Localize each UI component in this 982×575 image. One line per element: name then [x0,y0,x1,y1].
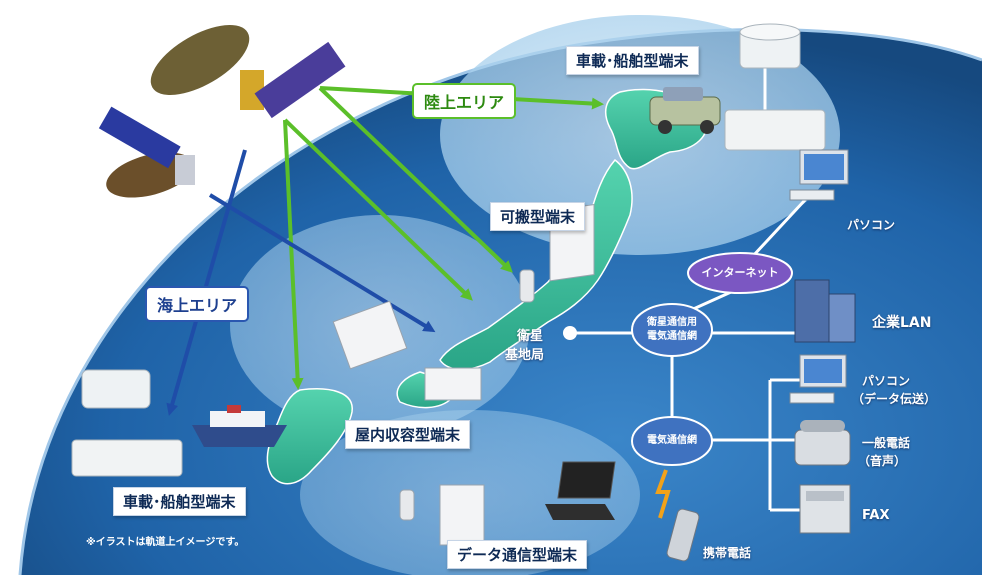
antenna-icon [399,484,485,546]
pc-data-label-line1: パソコン [862,374,911,388]
portable-terminal-label: 可搬型端末 [490,202,586,231]
sat-network-label-line2: 電気通信網 [647,331,697,342]
pc-top-label: パソコン [847,218,896,232]
sat-network-label-line1: 衛星通信用 [647,317,697,328]
land-area-arrows [283,86,604,390]
footnote: ※イラストは軌道上イメージです。 [86,537,245,548]
mobile-phone-label: 携帯電話 [703,546,752,560]
corporate-lan-label: 企業LAN [872,315,932,331]
telecom-network-bubble [631,416,713,466]
phone-icon [794,420,851,466]
pc-data-label-line2: （データ伝送） [852,392,937,406]
internet-label: インターネット [701,266,779,279]
satellite-icon [98,106,195,198]
satellite-icon [150,25,346,119]
ship-icon [192,405,287,447]
base-station-label-line2: 基地局 [505,348,545,363]
antenna-icon [332,300,482,401]
fax-label: FAX [862,508,890,523]
car-icon [649,87,721,134]
building-icon [794,279,856,343]
phone-label-line2: （音声） [858,454,907,468]
vehicle-terminal-label-bottom: 車載･船舶型端末 [113,487,246,516]
antenna-icon [71,369,183,477]
phone-label-line1: 一般電話 [862,436,911,450]
internet-bubble [687,252,793,294]
lightning-icon [655,469,671,519]
sea-area-label: 海上エリア [145,286,250,322]
fax-icon [799,484,851,534]
telecom-network-label: 電気通信網 [647,435,697,446]
mobile-phone-icon [666,508,700,562]
sat-network-bubble [631,303,713,357]
land-area-label: 陸上エリア [412,83,517,119]
pc-icon [789,354,847,404]
vehicle-terminal-label-top: 車載･船舶型端末 [566,46,699,75]
base-station-label-line1: 衛星 [517,329,544,344]
laptop-icon [545,461,616,520]
antenna-icon [724,23,826,151]
indoor-terminal-label: 屋内収容型端末 [345,420,471,449]
data-terminal-label: データ通信型端末 [447,540,588,569]
base-station-dot [563,326,577,340]
pc-icon [789,149,849,201]
sea-area-arrows [166,149,436,416]
